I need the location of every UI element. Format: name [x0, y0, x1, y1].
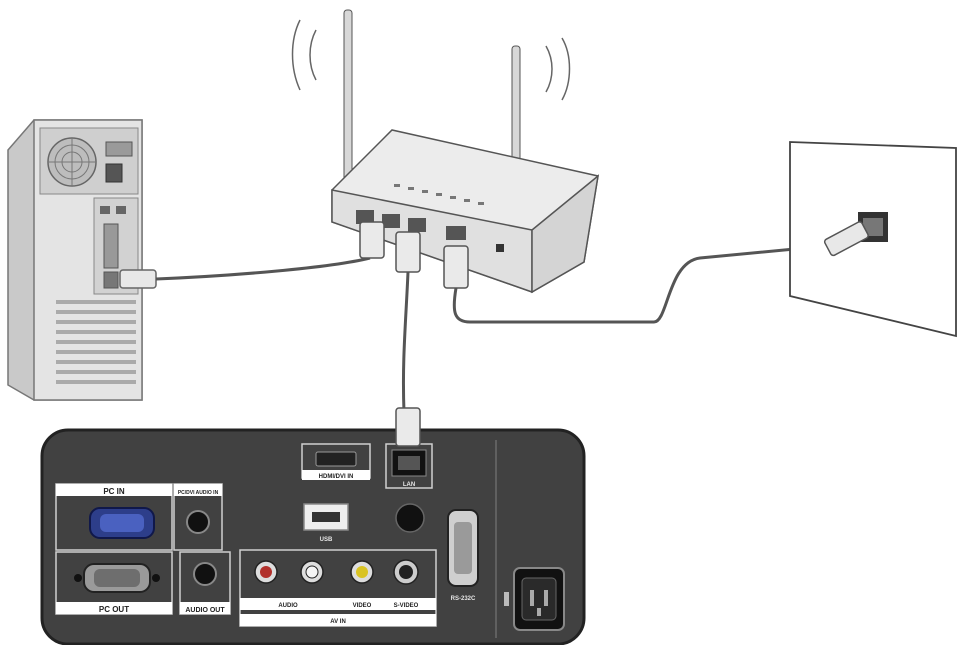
ethernet-cables: [155, 244, 827, 413]
vga-in-port: [89, 507, 155, 539]
usb-port: [312, 512, 340, 522]
hdmi-port: [315, 451, 357, 467]
label-pc-in: PC IN: [103, 487, 125, 496]
router-ports: [356, 210, 504, 252]
pc-tower: [7, 119, 157, 401]
video-jack: [356, 566, 368, 578]
rs232c-port: [454, 522, 472, 574]
label-audio-out: AUDIO OUT: [185, 607, 225, 614]
wireless-router: [291, 9, 600, 294]
label-lan: LAN: [403, 482, 415, 488]
label-usb: USB: [320, 537, 333, 543]
label-s-video: S-VIDEO: [394, 603, 419, 609]
label-rs232c: RS-232C: [451, 596, 476, 602]
router-status-leds: [394, 184, 484, 205]
cable-router-display: [401, 271, 410, 413]
power-switch: [504, 592, 509, 606]
s-video-jack: [399, 565, 413, 579]
label-pc-dvi-audio-in: PC/DVI AUDIO IN: [178, 490, 219, 496]
pc-audio-in-jack: [186, 510, 210, 534]
cable-router-wall: [452, 244, 827, 324]
pc-lan-plug: [119, 269, 157, 289]
audio-l-jack: [305, 565, 319, 579]
vga-out-port: [83, 563, 151, 593]
label-pc-out: PC OUT: [99, 605, 129, 614]
lan-cable-plug: [395, 407, 421, 447]
round-port: [395, 503, 425, 533]
label-av-in: AV IN: [330, 619, 346, 625]
display-rear-panel: PC IN PC/DVI AUDIO IN PC OUT AUDIO OUT H…: [40, 407, 586, 645]
pc-vent-slots: [56, 300, 136, 384]
power-inlet: [513, 567, 565, 631]
label-audio: AUDIO: [278, 603, 298, 609]
lan-port: [398, 456, 420, 470]
cable-pc-router: [155, 256, 371, 281]
wall-outlet: [789, 141, 957, 338]
audio-out-jack: [193, 562, 217, 586]
label-video: VIDEO: [353, 603, 372, 609]
audio-r-jack: [260, 566, 272, 578]
wifi-signal-icon: [291, 19, 571, 101]
fan-grille: [47, 137, 97, 187]
label-hdmi-dvi-in: HDMI/DVI IN: [319, 474, 354, 480]
